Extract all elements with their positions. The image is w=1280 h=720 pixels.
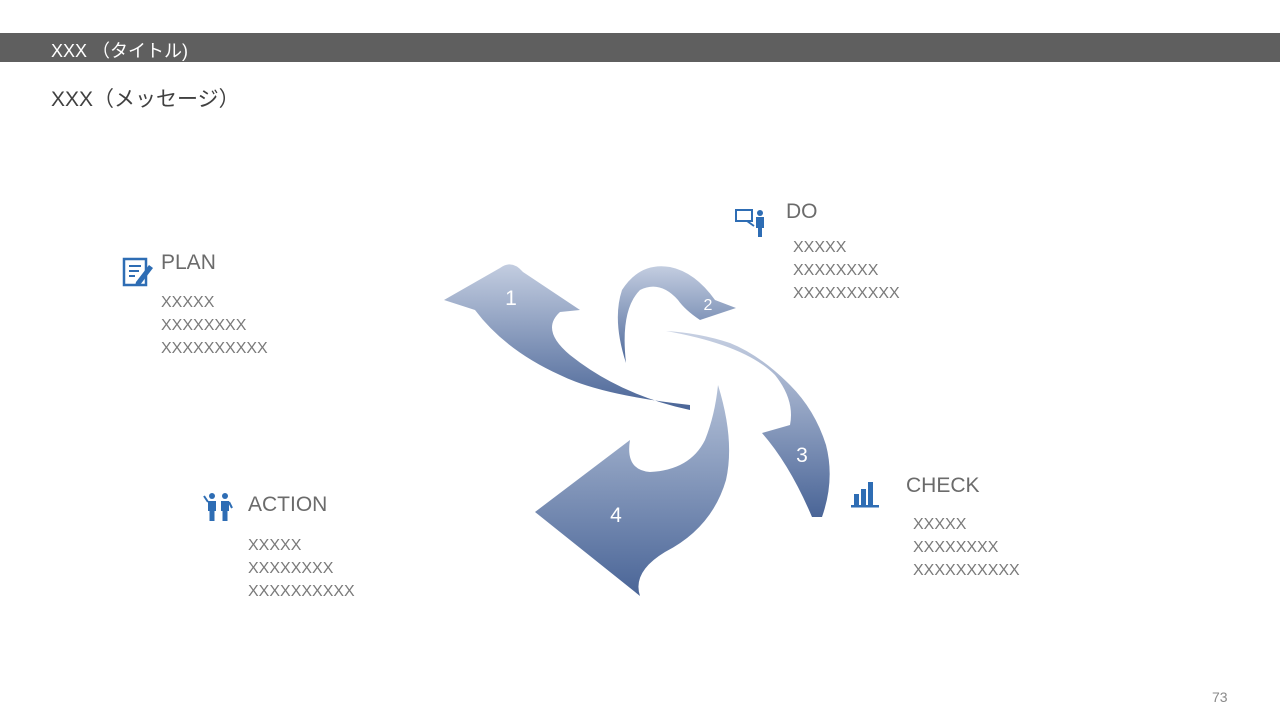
presenter-board-icon <box>735 209 764 237</box>
action-label: ACTION <box>248 493 328 516</box>
plan-detail-line: XXXXX <box>161 294 215 311</box>
cycle-arrow-2 <box>617 266 736 363</box>
check-label: CHECK <box>906 474 980 497</box>
two-people-icon <box>203 493 233 521</box>
do-details: XXXXX XXXXXXXX XXXXXXXXXX <box>793 236 900 305</box>
plan-label: PLAN <box>161 251 216 274</box>
page-number: 73 <box>1212 689 1228 705</box>
do-detail-line: XXXXXXXX <box>793 262 879 279</box>
action-details: XXXXX XXXXXXXX XXXXXXXXXX <box>248 534 355 603</box>
cycle-arrow-3-number: 3 <box>796 444 808 467</box>
check-detail-line: XXXXXXXXXX <box>913 562 1020 579</box>
title-bar <box>0 33 1280 62</box>
cycle-arrow-1-number: 1 <box>505 287 517 310</box>
do-detail-line: XXXXXXXXXX <box>793 285 900 302</box>
check-detail-line: XXXXXXXX <box>913 539 999 556</box>
plan-details: XXXXX XXXXXXXX XXXXXXXXXX <box>161 291 268 360</box>
action-detail-line: XXXXXXXXXX <box>248 583 355 600</box>
cycle-arrow-3 <box>666 331 830 517</box>
plan-detail-line: XXXXXXXX <box>161 317 247 334</box>
bar-chart-icon <box>851 482 879 508</box>
cycle-arrow-1 <box>444 264 690 410</box>
cycle-arrow-4 <box>535 385 730 596</box>
check-details: XXXXX XXXXXXXX XXXXXXXXXX <box>913 513 1020 582</box>
cycle-arrow-4-number: 4 <box>610 504 622 527</box>
check-detail-line: XXXXX <box>913 516 967 533</box>
clipboard-pen-icon <box>122 257 153 287</box>
cycle-arrow-2-number: 2 <box>704 297 713 314</box>
do-label: DO <box>786 200 818 223</box>
plan-detail-line: XXXXXXXXXX <box>161 340 268 357</box>
do-detail-line: XXXXX <box>793 239 847 256</box>
action-detail-line: XXXXXXXX <box>248 560 334 577</box>
slide-message: XXX（メッセージ） <box>51 88 240 111</box>
slide-title: XXX （タイトル) <box>51 41 189 61</box>
action-detail-line: XXXXX <box>248 537 302 554</box>
